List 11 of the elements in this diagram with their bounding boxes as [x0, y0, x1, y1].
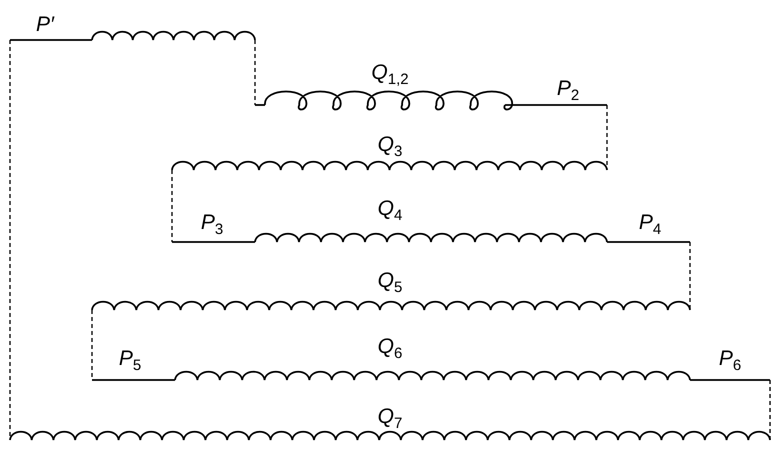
path-label: P$_{4}$ — [638, 212, 662, 233]
path-label: P$_{2}$ — [556, 78, 580, 99]
path-label: P$_{3}$ — [200, 212, 224, 233]
path-label: P′ — [36, 14, 54, 35]
path-label: Q$_{5}$ — [378, 270, 402, 291]
path-label: P$_{5}$ — [118, 348, 142, 369]
path-label: P$_{6}$ — [718, 348, 742, 369]
path-label: Q$_{6}$ — [378, 336, 402, 357]
path-label: Q$_{3}$ — [378, 134, 402, 155]
path-label: Q$_{7}$ — [378, 406, 402, 427]
path-label: Q$_{4}$ — [378, 198, 402, 219]
